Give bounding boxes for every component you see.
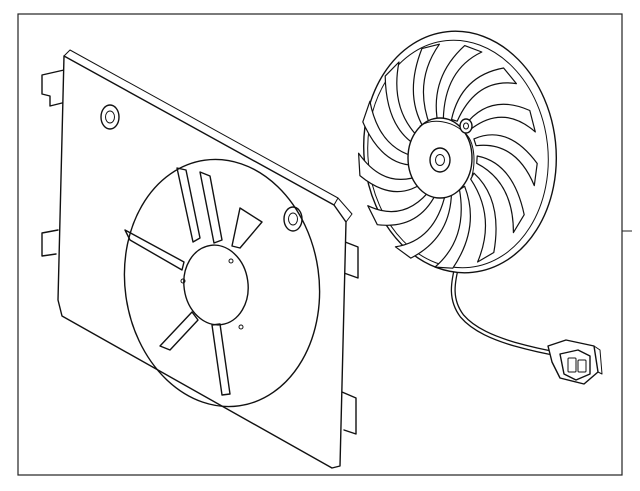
cooling-fan xyxy=(358,30,558,274)
fan-blade xyxy=(464,103,536,133)
fan-blade xyxy=(476,155,525,234)
fan-motor-side xyxy=(419,120,475,177)
shroud-hub-hole-2 xyxy=(180,278,186,284)
fan-blade xyxy=(412,43,440,133)
wiring-harness xyxy=(450,259,603,385)
shroud-mount-hole-left xyxy=(100,104,120,130)
fan-blade xyxy=(394,191,453,259)
harness-connector xyxy=(547,339,603,385)
shroud-hub-hole-3 xyxy=(238,324,244,330)
fan-blades xyxy=(358,43,538,269)
shroud-motor-mount xyxy=(183,244,249,326)
harness-wire-core xyxy=(452,260,560,356)
diagram-frame xyxy=(17,13,623,476)
fan-blade xyxy=(473,134,538,187)
shroud-plate xyxy=(57,55,347,469)
fan-blade xyxy=(470,172,497,263)
shroud-fan-opening xyxy=(123,158,321,408)
shroud-struts xyxy=(124,167,263,396)
shroud-plate-edge xyxy=(63,49,353,223)
fan-hub-center xyxy=(435,154,445,166)
fan-motor-lug xyxy=(459,118,473,134)
fan-rim-inner xyxy=(367,39,549,269)
fan-hub xyxy=(429,147,451,173)
shroud-tab-right-upper xyxy=(339,239,359,279)
fan-shroud xyxy=(41,49,359,469)
fan-blade xyxy=(434,185,471,269)
fan-blade xyxy=(450,67,517,122)
shroud-tab-top-left xyxy=(41,69,65,107)
fan-blade xyxy=(384,61,423,148)
shroud-tab-right-lower xyxy=(341,391,357,435)
fan-motor-body xyxy=(407,117,473,199)
fan-blade xyxy=(367,186,439,226)
fan-blade xyxy=(358,152,427,193)
shroud-tab-bottom-left xyxy=(41,229,59,257)
fan-blade xyxy=(435,45,483,123)
shroud-hub-hole-1 xyxy=(228,258,234,264)
